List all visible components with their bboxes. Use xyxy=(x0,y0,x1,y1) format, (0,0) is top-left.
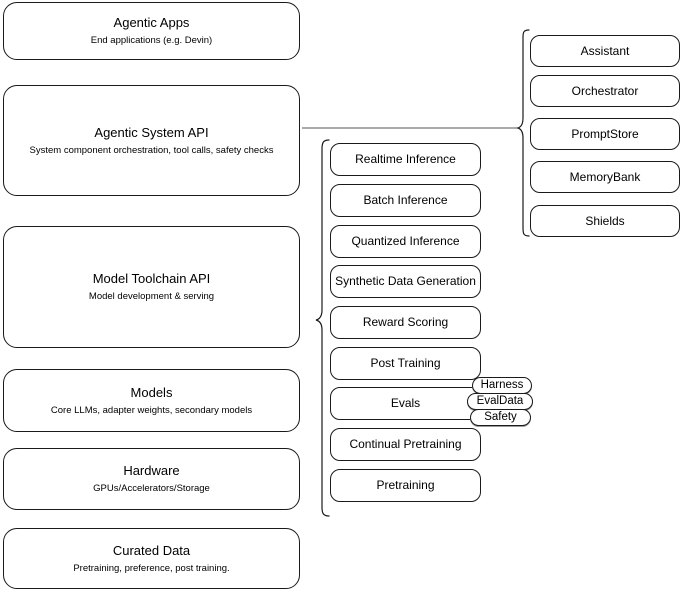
layer-subtitle: System component orchestration, tool cal… xyxy=(29,144,274,156)
toolchain-label: Pretraining xyxy=(376,478,435,492)
layer-box-agentic-system-api[interactable]: Agentic System API System component orch… xyxy=(3,85,300,196)
layer-subtitle: GPUs/Accelerators/Storage xyxy=(93,483,210,494)
toolchain-box-synthetic-data-generation[interactable]: Synthetic Data Generation xyxy=(330,265,481,298)
toolchain-box-batch-inference[interactable]: Batch Inference xyxy=(330,184,481,217)
brace-system-components xyxy=(516,29,530,237)
layer-box-curated-data[interactable]: Curated Data Pretraining, preference, po… xyxy=(3,528,300,589)
eval-pill-harness[interactable]: Harness xyxy=(472,377,532,394)
layer-title: Hardware xyxy=(123,463,180,478)
toolchain-box-pretraining[interactable]: Pretraining xyxy=(330,469,481,502)
system-label: PromptStore xyxy=(571,126,639,141)
brace-toolchain-components xyxy=(315,139,330,517)
toolchain-label: Quantized Inference xyxy=(351,234,460,248)
toolchain-label: Continual Pretraining xyxy=(349,437,462,451)
system-box-orchestrator[interactable]: Orchestrator xyxy=(530,75,680,107)
layer-subtitle: Model development & serving xyxy=(88,291,215,302)
toolchain-label: Synthetic Data Generation xyxy=(335,274,476,288)
layer-box-models[interactable]: Models Core LLMs, adapter weights, secon… xyxy=(3,369,300,432)
toolchain-label: Realtime Inference xyxy=(355,152,456,166)
layer-subtitle: Pretraining, preference, post training. xyxy=(73,562,230,574)
layer-box-model-toolchain-api[interactable]: Model Toolchain API Model development & … xyxy=(3,226,300,348)
toolchain-box-evals[interactable]: Evals xyxy=(330,387,481,420)
layer-title: Curated Data xyxy=(112,542,191,558)
toolchain-box-continual-pretraining[interactable]: Continual Pretraining xyxy=(330,428,481,461)
layer-subtitle: Core LLMs, adapter weights, secondary mo… xyxy=(50,404,253,416)
system-box-shields[interactable]: Shields xyxy=(530,205,680,237)
toolchain-label: Evals xyxy=(390,396,421,410)
system-box-memorybank[interactable]: MemoryBank xyxy=(530,161,680,193)
layer-title: Agentic Apps xyxy=(113,15,190,30)
layer-box-agentic-apps[interactable]: Agentic Apps End applications (e.g. Devi… xyxy=(3,2,300,60)
toolchain-label: Batch Inference xyxy=(363,193,448,207)
system-box-assistant[interactable]: Assistant xyxy=(530,35,680,67)
system-label: Orchestrator xyxy=(571,83,639,98)
system-label: Shields xyxy=(585,213,625,228)
layer-box-hardware[interactable]: Hardware GPUs/Accelerators/Storage xyxy=(3,448,300,510)
toolchain-label: Reward Scoring xyxy=(362,315,449,329)
layer-title: Models xyxy=(130,384,173,400)
eval-pill-safety[interactable]: Safety xyxy=(470,409,531,426)
layer-title: Model Toolchain API xyxy=(92,271,211,286)
system-box-promptstore[interactable]: PromptStore xyxy=(530,118,680,150)
toolchain-box-reward-scoring[interactable]: Reward Scoring xyxy=(330,306,481,339)
eval-pill-evaldata[interactable]: EvalData xyxy=(467,393,533,410)
toolchain-box-quantized-inference[interactable]: Quantized Inference xyxy=(330,225,481,258)
system-label: MemoryBank xyxy=(569,169,641,184)
toolchain-box-post-training[interactable]: Post Training xyxy=(330,347,481,380)
toolchain-label: Post Training xyxy=(370,356,441,370)
toolchain-box-realtime-inference[interactable]: Realtime Inference xyxy=(330,143,481,176)
layer-title: Agentic System API xyxy=(94,124,209,140)
system-label: Assistant xyxy=(580,43,630,58)
layer-subtitle: End applications (e.g. Devin) xyxy=(90,35,213,46)
